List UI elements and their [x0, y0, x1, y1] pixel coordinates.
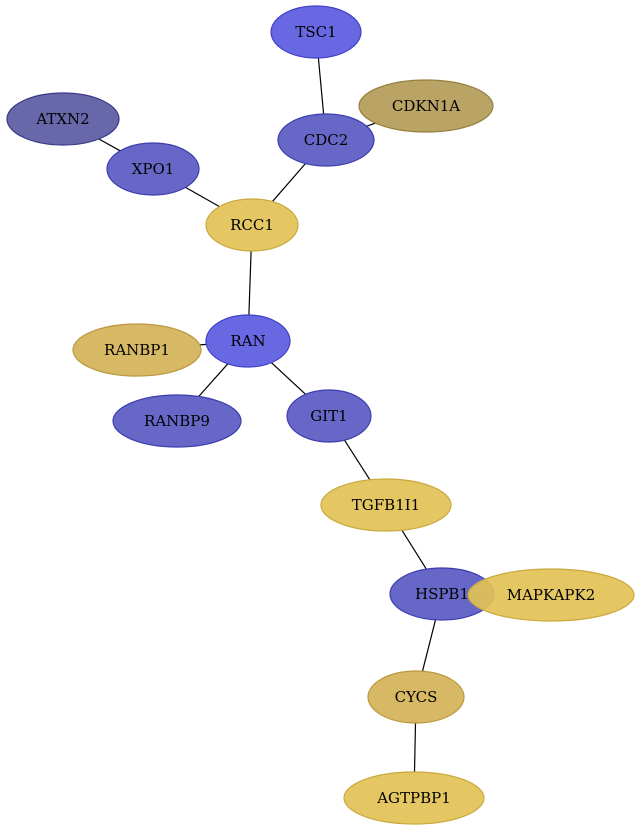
node-tgfb1i1[interactable]: TGFB1I1	[320, 478, 452, 532]
node-label: CYCS	[395, 688, 438, 706]
node-tsc1[interactable]: TSC1	[270, 5, 362, 59]
node-hspb1[interactable]: HSPB1	[389, 567, 495, 621]
node-label: TGFB1I1	[352, 496, 420, 514]
node-ellipse	[270, 5, 362, 59]
node-label: AGTPBP1	[376, 789, 451, 807]
node-ranbp9[interactable]: RANBP9	[112, 394, 242, 448]
node-ellipse	[106, 142, 200, 196]
edge-git1-tgfb1i1	[343, 439, 371, 481]
edge-cycs-agtpbp1	[413, 722, 417, 773]
node-ellipse	[112, 394, 242, 448]
node-ellipse	[367, 670, 465, 724]
node-cycs[interactable]: CYCS	[367, 670, 465, 724]
node-ellipse	[358, 79, 494, 133]
node-ellipse	[6, 92, 120, 146]
node-ran[interactable]: RAN	[205, 314, 291, 368]
edge-tsc1-cdc2	[317, 57, 325, 115]
edge-rcc1-ran	[248, 250, 252, 316]
node-agtpbp1[interactable]: AGTPBP1	[343, 771, 485, 825]
node-label: XPO1	[132, 160, 175, 178]
edge-atxn2-xpo1	[98, 138, 121, 152]
node-ellipse	[467, 568, 635, 622]
edge-ran-ranbp9	[198, 363, 229, 397]
node-ellipse	[205, 314, 291, 368]
node-label: RANBP9	[144, 412, 210, 430]
node-ellipse	[72, 323, 202, 377]
node-label: CDC2	[304, 131, 349, 149]
edge-tgfb1i1-hspb1	[401, 529, 427, 570]
edge-ran-git1	[270, 362, 307, 395]
edge-xpo1-rcc1	[185, 186, 220, 208]
node-ellipse	[343, 771, 485, 825]
node-label: MAPKAPK2	[507, 586, 596, 604]
node-ellipse	[205, 198, 299, 252]
node-cdc2[interactable]: CDC2	[277, 113, 375, 167]
node-xpo1[interactable]: XPO1	[106, 142, 200, 196]
edge-ran-ranbp1	[199, 343, 207, 346]
node-label: RAN	[230, 332, 265, 350]
edge-cdkn1a-cdc2	[366, 122, 376, 127]
node-label: TSC1	[295, 23, 336, 41]
node-rcc1[interactable]: RCC1	[205, 198, 299, 252]
node-cdkn1a[interactable]: CDKN1A	[358, 79, 494, 133]
node-ellipse	[277, 113, 375, 167]
node-ellipse	[286, 389, 372, 443]
node-label: CDKN1A	[392, 97, 460, 115]
node-label: HSPB1	[415, 585, 469, 603]
node-ranbp1[interactable]: RANBP1	[72, 323, 202, 377]
node-label: ATXN2	[35, 110, 89, 128]
edge-hspb1-cycs	[421, 619, 437, 672]
edge-cdc2-rcc1	[271, 163, 306, 203]
node-label: GIT1	[310, 407, 347, 425]
node-label: RCC1	[230, 216, 274, 234]
node-ellipse	[320, 478, 452, 532]
node-atxn2[interactable]: ATXN2	[6, 92, 120, 146]
node-git1[interactable]: GIT1	[286, 389, 372, 443]
node-mapkapk2[interactable]: MAPKAPK2	[467, 568, 635, 622]
node-label: RANBP1	[104, 341, 170, 359]
